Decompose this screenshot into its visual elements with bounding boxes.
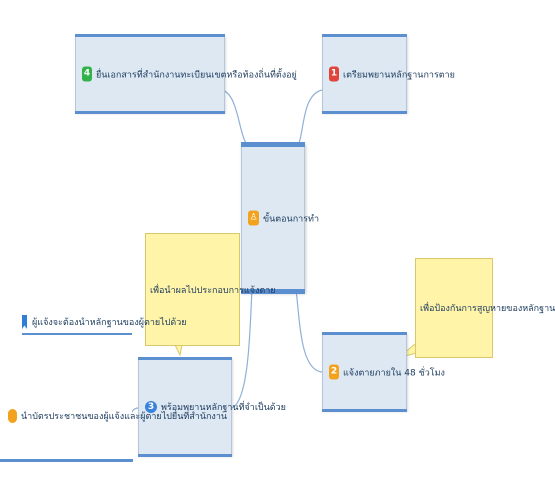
central-topic-label: ขั้นตอนการทำ: [263, 214, 320, 224]
connector-branch-1: [295, 89, 323, 149]
branch-4-node[interactable]: 4 ยื่นเอกสารที่สำนักงานทะเบียนเขตหรือท้อ…: [75, 34, 297, 114]
person-icon: ♙: [248, 210, 259, 226]
branch-3-label: พร้อมพยานหลักฐานที่จำเป็นด้วย: [161, 403, 286, 413]
left-item-2-node[interactable]: นำบัตรประชาชนของผู้แจ้งและผู้ตายไปยื่นที…: [0, 372, 227, 462]
callout-note-right[interactable]: เพื่อป้องกันการสูญหายของหลักฐาน: [415, 258, 555, 358]
branch-3-node[interactable]: 3 พร้อมพยานหลักฐานที่จำเป็นด้วย: [138, 357, 286, 457]
left-item-2-label: นำบัตรประชาชนของผู้แจ้งและผู้ตายไปยื่นที…: [21, 412, 228, 422]
branch-4-label: ยื่นเอกสารที่สำนักงานทะเบียนเขตหรือท้องถ…: [96, 70, 297, 80]
callout-right-text: เพื่อป้องกันการสูญหายของหลักฐาน: [420, 304, 555, 314]
connector-branch-4: [221, 89, 251, 149]
callout-note-middle[interactable]: เพื่อนำผลไปประกอบการแจ้งตาย: [145, 233, 276, 346]
branch-1-label: เตรียมพยานหลักฐานการตาย: [343, 70, 455, 80]
bookmark-icon: [22, 315, 27, 329]
branch-1-node[interactable]: 1 เตรียมพยานหลักฐานการตาย: [322, 34, 455, 114]
number-badge-2: 2: [329, 364, 339, 380]
number-badge-3: 3: [145, 401, 157, 413]
central-topic-node[interactable]: ♙ ขั้นตอนการทำ: [241, 142, 319, 294]
left-item-1-label: ผู้แจ้งจะต้องนำหลักฐานของผู้ตายไปด้วย: [32, 318, 187, 328]
branch-2-label: แจ้งตายภายใน 48 ชั่วโมง: [343, 368, 445, 378]
connector-branch-3: [231, 289, 253, 409]
number-badge-1: 1: [329, 66, 339, 82]
callout-middle-text: เพื่อนำผลไปประกอบการแจ้งตาย: [150, 285, 276, 296]
central-topic-top-bar: [241, 142, 305, 147]
callout-middle-pointer: [174, 344, 183, 357]
connector-branch-2: [295, 289, 323, 373]
info-circle-icon: [8, 409, 17, 423]
number-badge-4: 4: [82, 66, 92, 82]
left-item-1-underline: [22, 333, 132, 335]
central-topic-bottom-bar: [241, 289, 305, 294]
branch-2-node[interactable]: 2 แจ้งตายภายใน 48 ชั่วโมง: [322, 332, 445, 412]
left-item-1[interactable]: ผู้แจ้งจะต้องนำหลักฐานของผู้ตายไปด้วย: [22, 315, 187, 329]
